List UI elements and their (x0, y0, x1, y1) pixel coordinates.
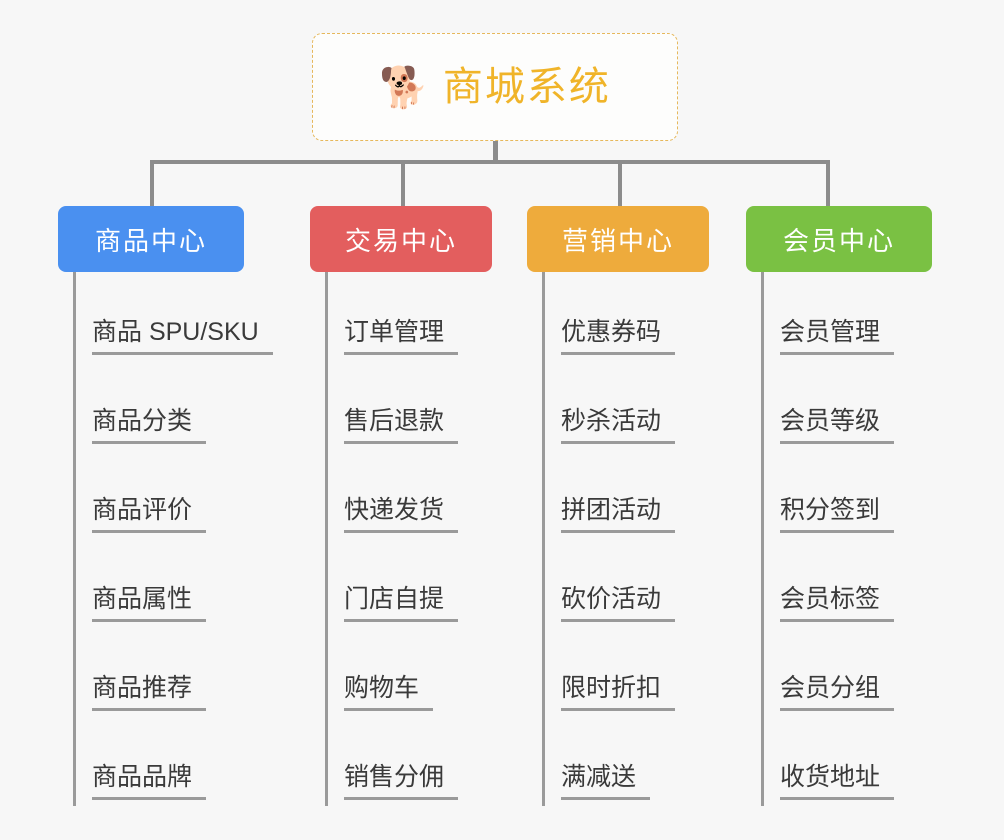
connector-drop-trade-center (401, 160, 405, 208)
connector-drop-marketing-center (618, 160, 622, 208)
list-item-label: 会员标签 (780, 585, 895, 622)
list-item-label: 订单管理 (344, 318, 459, 355)
column-member-center: 会员中心 会员管理 会员等级 积分签到 会员标签 会员分组 收货地址 (746, 206, 946, 806)
list-item-label: 商品属性 (92, 585, 207, 622)
column-marketing-center: 营销中心 优惠券码 秒杀活动 拼团活动 砍价活动 限时折扣 满减送 (527, 206, 727, 806)
list-item-label: 收货地址 (780, 763, 895, 800)
list-item-label: 商品 SPU/SKU (92, 318, 273, 355)
list-item[interactable]: 会员标签 (746, 539, 946, 628)
column-product-center: 商品中心 商品 SPU/SKU 商品分类 商品评价 商品属性 商品推荐 商品品牌 (58, 206, 273, 806)
list-item-label: 商品品牌 (92, 763, 207, 800)
item-list-trade-center: 订单管理 售后退款 快递发货 门店自提 购物车 销售分佣 (310, 272, 510, 806)
list-item-label: 商品分类 (92, 407, 207, 444)
category-header-label: 会员中心 (782, 225, 895, 256)
list-item-label: 购物车 (344, 674, 434, 711)
item-list-member-center: 会员管理 会员等级 积分签到 会员标签 会员分组 收货地址 (746, 272, 946, 806)
list-item[interactable]: 会员分组 (746, 628, 946, 717)
list-item-label: 限时折扣 (561, 674, 676, 711)
list-item-label: 会员管理 (780, 318, 895, 355)
spine-line (325, 272, 328, 806)
connector-drop-product-center (150, 160, 154, 208)
item-list-product-center: 商品 SPU/SKU 商品分类 商品评价 商品属性 商品推荐 商品品牌 (58, 272, 273, 806)
list-item[interactable]: 收货地址 (746, 717, 946, 806)
root-node-shop-system[interactable]: 🐕 商城系统 (312, 33, 678, 141)
list-item-label: 商品推荐 (92, 674, 207, 711)
list-item-label: 销售分佣 (344, 763, 459, 800)
list-item-label: 满减送 (561, 763, 651, 800)
item-list-marketing-center: 优惠券码 秒杀活动 拼团活动 砍价活动 限时折扣 满减送 (527, 272, 727, 806)
list-item[interactable]: 商品 SPU/SKU (58, 272, 273, 361)
list-item[interactable]: 订单管理 (310, 272, 510, 361)
list-item[interactable]: 砍价活动 (527, 539, 727, 628)
root-node-title: 商城系统 (442, 65, 611, 109)
list-item[interactable]: 售后退款 (310, 361, 510, 450)
list-item-label: 会员等级 (780, 407, 895, 444)
category-header-trade-center[interactable]: 交易中心 (310, 206, 492, 272)
list-item[interactable]: 秒杀活动 (527, 361, 727, 450)
list-item[interactable]: 商品品牌 (58, 717, 258, 806)
connector-drop-member-center (826, 160, 830, 208)
list-item[interactable]: 会员管理 (746, 272, 946, 361)
list-item[interactable]: 积分签到 (746, 450, 946, 539)
spine-line (542, 272, 545, 806)
list-item[interactable]: 销售分佣 (310, 717, 510, 806)
list-item-label: 快递发货 (344, 496, 459, 533)
list-item[interactable]: 商品评价 (58, 450, 258, 539)
list-item-label: 秒杀活动 (561, 407, 676, 444)
list-item-label: 门店自提 (344, 585, 459, 622)
list-item[interactable]: 优惠券码 (527, 272, 727, 361)
list-item[interactable]: 商品分类 (58, 361, 258, 450)
list-item[interactable]: 快递发货 (310, 450, 510, 539)
list-item-label: 拼团活动 (561, 496, 676, 533)
connector-root-stem (493, 141, 498, 164)
list-item-label: 售后退款 (344, 407, 459, 444)
shiba-inu-icon: 🐕 (379, 66, 429, 110)
list-item-label: 商品评价 (92, 496, 207, 533)
category-header-label: 商品中心 (94, 225, 207, 256)
category-header-label: 交易中心 (344, 225, 457, 256)
spine-line (73, 272, 76, 806)
list-item[interactable]: 门店自提 (310, 539, 510, 628)
connector-horizontal-bus (150, 160, 830, 164)
column-trade-center: 交易中心 订单管理 售后退款 快递发货 门店自提 购物车 销售分佣 (310, 206, 510, 806)
list-item-label: 砍价活动 (561, 585, 676, 622)
list-item[interactable]: 拼团活动 (527, 450, 727, 539)
list-item[interactable]: 满减送 (527, 717, 727, 806)
category-header-label: 营销中心 (561, 225, 674, 256)
list-item-label: 会员分组 (780, 674, 895, 711)
list-item-label: 积分签到 (780, 496, 895, 533)
category-header-marketing-center[interactable]: 营销中心 (527, 206, 709, 272)
category-header-product-center[interactable]: 商品中心 (58, 206, 244, 272)
list-item[interactable]: 购物车 (310, 628, 510, 717)
spine-line (761, 272, 764, 806)
list-item[interactable]: 商品推荐 (58, 628, 258, 717)
list-item[interactable]: 商品属性 (58, 539, 258, 628)
category-header-member-center[interactable]: 会员中心 (746, 206, 932, 272)
list-item[interactable]: 限时折扣 (527, 628, 727, 717)
list-item[interactable]: 会员等级 (746, 361, 946, 450)
list-item-label: 优惠券码 (561, 318, 676, 355)
